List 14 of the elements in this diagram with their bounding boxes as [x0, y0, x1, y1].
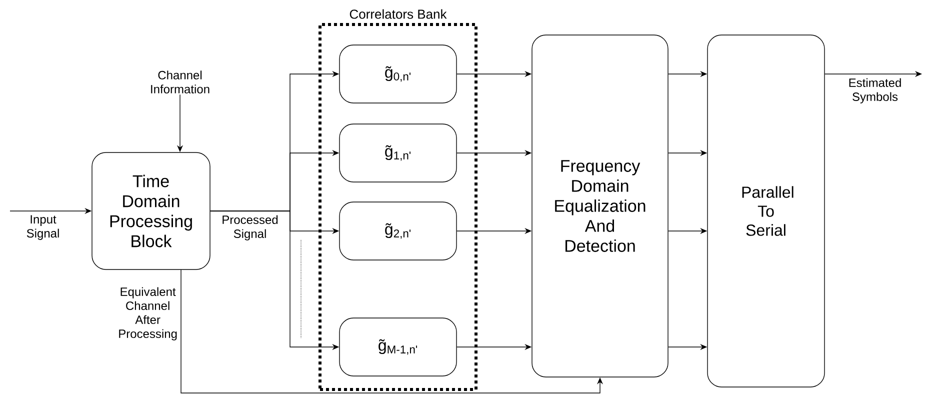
process-box: Time Domain Processing Block	[92, 152, 210, 270]
group-title: Correlators Bank	[350, 9, 447, 19]
edge-label: Processed Signal	[222, 215, 278, 240]
edge-label: Input Signal	[26, 215, 59, 240]
process-box: g̃$_{0,n'}$	[339, 44, 457, 104]
edge-label: Equivalent Channel After Processing	[119, 287, 177, 340]
group-frame	[318, 23, 478, 391]
process-box: Parallel To Serial	[707, 34, 825, 388]
input-label: Channel Information	[151, 70, 210, 94]
process-box: g̃$_{2,n'}$	[339, 202, 457, 260]
process-box: g̃$_{1,n'}$	[339, 124, 457, 182]
process-box: g̃$_{M-1,n'}$	[339, 318, 457, 376]
process-box: Frequency Domain Equalization And Detection	[532, 34, 668, 378]
edge-label: Estimated Symbols	[849, 78, 901, 104]
